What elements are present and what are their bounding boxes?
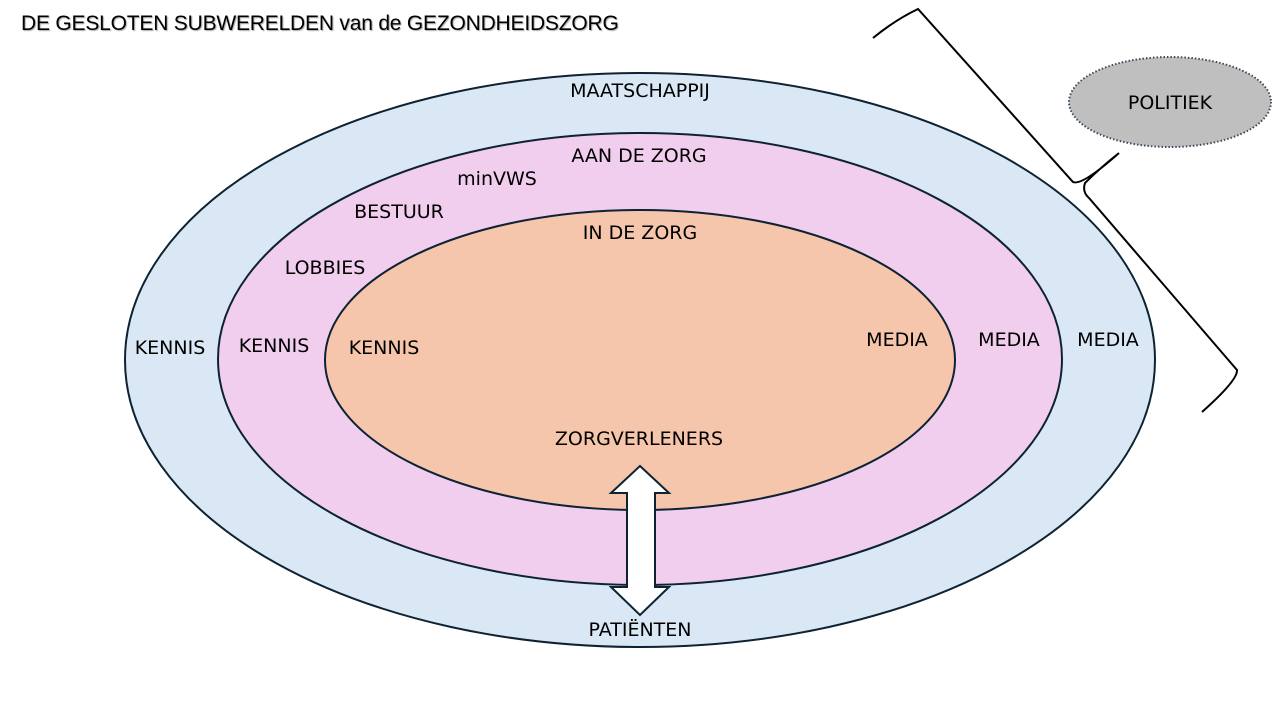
brace-icon xyxy=(872,7,1238,413)
aan-de-zorg-label: AAN DE ZORG xyxy=(571,145,706,167)
minvws-label: minVWS xyxy=(457,168,537,190)
double-arrow-icon xyxy=(608,464,672,617)
inner-media-label: MEDIA xyxy=(866,329,928,351)
outer-media-label: MEDIA xyxy=(1077,329,1139,351)
politiek-label: POLITIEK xyxy=(1128,92,1213,114)
politiek-bubble xyxy=(1068,56,1272,148)
bestuur-label: BESTUUR xyxy=(354,201,444,223)
page-title: DE GESLOTEN SUBWERELDEN van de GEZONDHEI… xyxy=(21,12,619,35)
inner-kennis-label: KENNIS xyxy=(349,337,420,359)
lobbies-label: LOBBIES xyxy=(285,257,366,279)
middle-kennis-label: KENNIS xyxy=(239,335,310,357)
maatschappij-label: MAATSCHAPPIJ xyxy=(570,80,710,102)
outer-kennis-label: KENNIS xyxy=(135,337,206,359)
in-de-zorg-label: IN DE ZORG xyxy=(583,222,697,244)
middle-media-label: MEDIA xyxy=(978,329,1040,351)
zorgverleners-label: ZORGVERLENERS xyxy=(555,428,723,450)
patienten-label: PATIËNTEN xyxy=(588,618,691,641)
